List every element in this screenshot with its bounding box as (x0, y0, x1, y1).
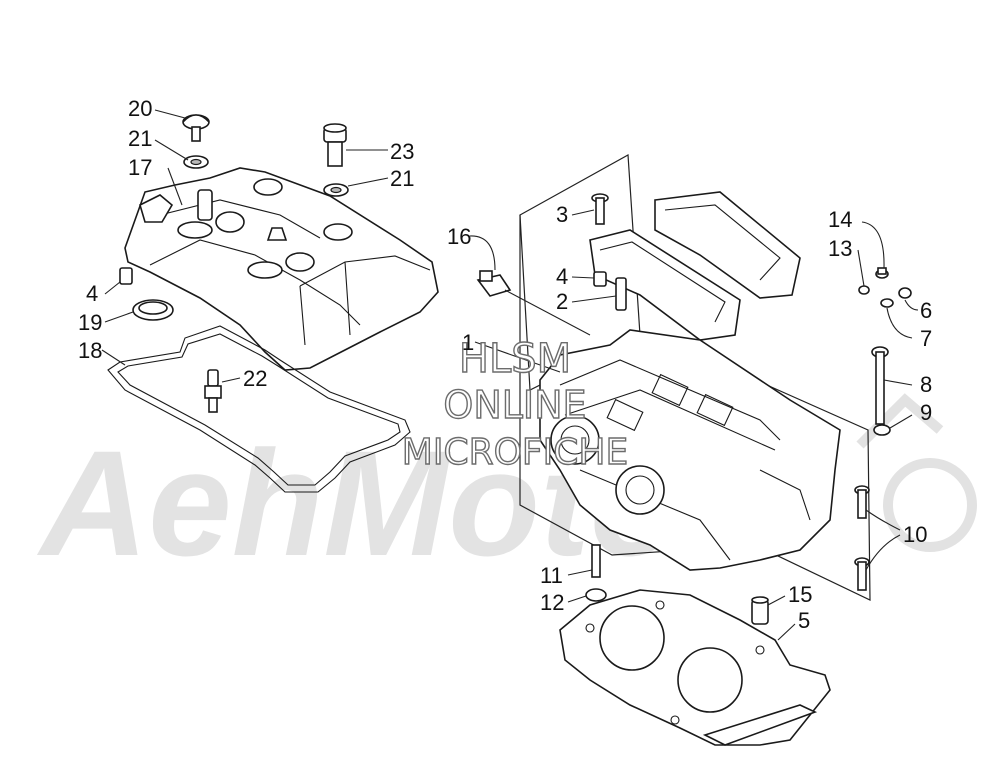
callout-13: 13 (828, 236, 852, 261)
callout-19: 19 (78, 310, 102, 335)
hlsm-watermark: HLSM ONLINE MICROFICHE (401, 335, 629, 473)
dowel-pin (751, 595, 786, 625)
callout-7: 7 (920, 326, 932, 351)
spark-plug (204, 369, 241, 413)
callout-5: 5 (798, 608, 810, 633)
callout-1: 1 (462, 330, 474, 355)
stud-and-nut (567, 544, 607, 603)
dowel-and-pin (571, 271, 627, 311)
callout-17: 17 (128, 155, 152, 180)
head-gasket (559, 589, 831, 746)
callout-8: 8 (920, 372, 932, 397)
callout-3: 3 (556, 202, 568, 227)
callout-4-left: 4 (86, 281, 98, 306)
callout-18: 18 (78, 338, 102, 363)
callout-9: 9 (920, 400, 932, 425)
callout-labels: 20 21 17 23 21 4 19 18 22 16 3 4 2 1 14 … (78, 96, 932, 633)
valve-cover-group (124, 167, 439, 371)
callout-16: 16 (447, 224, 471, 249)
callout-14: 14 (828, 207, 852, 232)
callout-22: 22 (243, 366, 267, 391)
holder-bolt (571, 193, 609, 225)
callout-4-right: 4 (556, 264, 568, 289)
valve-cover-gasket (101, 325, 411, 493)
callout-2: 2 (556, 289, 568, 314)
callout-11: 11 (540, 563, 563, 588)
cap-bolt (154, 109, 210, 169)
callout-12: 12 (540, 590, 564, 615)
cylinder-head (474, 329, 841, 571)
callout-6: 6 (920, 298, 932, 323)
water-fitting (469, 235, 591, 336)
head-bolt (871, 346, 913, 436)
grommet (323, 123, 389, 197)
watermark-line3: MICROFICHE (402, 432, 628, 473)
callout-15: 15 (788, 582, 812, 607)
callout-21: 21 (128, 126, 152, 151)
callout-10: 10 (903, 522, 927, 547)
dowel-and-seal (104, 267, 174, 323)
small-fasteners (857, 221, 919, 339)
camshaft-holders (589, 191, 801, 341)
watermark-line2: ONLINE (443, 383, 586, 427)
side-bolts (854, 485, 901, 591)
callout-23: 23 (390, 139, 414, 164)
callout-20: 20 (128, 96, 152, 121)
callout-21-right: 21 (390, 166, 414, 191)
watermark-line1: HLSM (459, 336, 571, 382)
